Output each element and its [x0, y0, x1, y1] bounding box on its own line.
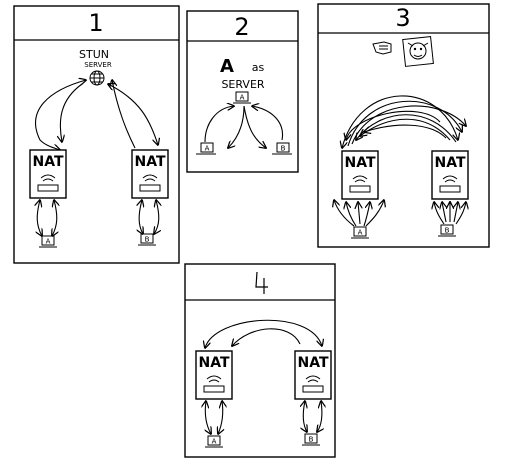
- nat-box-left: NAT: [341, 150, 379, 200]
- arrow-nat-to-nat-outer: [205, 319, 322, 348]
- laptop-icon-a: A: [205, 435, 223, 448]
- router-icon: [139, 174, 161, 192]
- panel-1-number: 1: [88, 9, 103, 37]
- face-box-icon: [402, 36, 434, 67]
- router-icon: [439, 175, 461, 193]
- stun-title: STUN: [79, 48, 109, 61]
- panel-2-number: 2: [234, 13, 249, 41]
- arrow-nat-right-client-b: [139, 200, 143, 234]
- router-icon: [203, 375, 225, 393]
- nat-box-left: NAT: [29, 149, 67, 199]
- arrow-stun-nat-right-inner: [112, 80, 136, 149]
- stun-subtitle: SERVER: [84, 61, 112, 69]
- nat-left-label: NAT: [32, 154, 63, 170]
- laptop-icon-b: B: [272, 142, 292, 155]
- panel-3: 3 NAT: [317, 3, 490, 248]
- nat-box-right: NAT: [131, 149, 169, 199]
- arrow-stun-nat-left: [35, 80, 86, 150]
- server-letter: A: [220, 56, 234, 77]
- laptop-icon-b: B: [438, 224, 456, 237]
- arrow-server-to-a: [204, 106, 234, 143]
- nat-right-label: NAT: [134, 154, 165, 170]
- arrow-nat-left-client-a-2: [52, 200, 57, 236]
- arrow-nat-left-client-a-2: [218, 401, 223, 434]
- server-client-a-label: A: [240, 94, 245, 102]
- arrow-stun-nat-left-inner: [60, 83, 83, 142]
- client-a-label: A: [358, 229, 363, 237]
- laptop-icon-a: A: [39, 235, 57, 248]
- client-b-label: B: [145, 236, 150, 244]
- laptop-icon-b: B: [302, 433, 320, 446]
- arrow-server-to-b: [252, 106, 284, 141]
- arrow-server-down-left: [228, 105, 245, 148]
- nat-right-label: NAT: [297, 355, 328, 371]
- arrow-nat-to-nat-inner: [232, 328, 301, 346]
- nat-box-left: NAT: [195, 350, 233, 400]
- laptop-icon-server-a: A: [233, 91, 251, 104]
- arrow-nat-right-client-b-2: [154, 200, 159, 234]
- arrow-nat-right-client-b: [303, 401, 307, 432]
- client-b-label: B: [445, 227, 450, 235]
- nat-left-label: NAT: [344, 155, 375, 171]
- client-a-label: A: [205, 145, 210, 153]
- panel-1: 1 STUN SERVER NAT NAT: [13, 5, 180, 264]
- globe-icon: [89, 70, 105, 86]
- arrow-nat-left-client-a: [205, 401, 211, 434]
- panel-4: 4 NAT NAT: [184, 263, 336, 458]
- router-icon: [302, 375, 324, 393]
- arrow-server-down-right: [243, 105, 266, 148]
- laptop-icon-a: A: [196, 142, 216, 155]
- nat-left-label: NAT: [198, 355, 229, 371]
- panel-4-number-glyph: 4: [255, 271, 268, 294]
- server-text: SERVER: [221, 78, 264, 91]
- nat-right-label: NAT: [434, 155, 465, 171]
- panel-2: 2 A as SERVER A A B: [186, 10, 299, 173]
- nat-crossing-arrows: [342, 95, 466, 148]
- client-a-label: A: [46, 238, 51, 246]
- client-b-label: B: [281, 145, 286, 153]
- pointing-hand-icon: [372, 41, 392, 55]
- arrow-nat-right-client-b-2: [317, 401, 322, 432]
- laptop-icon-a: A: [351, 226, 369, 239]
- arrow-nat-left-client-a: [37, 200, 42, 236]
- nat-left-client-arrows: [334, 200, 384, 227]
- router-icon: [349, 175, 371, 193]
- nat-box-right: NAT: [294, 350, 332, 400]
- arrow-stun-nat-right: [108, 84, 158, 145]
- nat-box-right: NAT: [431, 150, 469, 200]
- router-icon: [37, 174, 59, 192]
- laptop-icon-b: B: [138, 233, 156, 246]
- nat-right-client-arrows: [434, 202, 466, 225]
- server-as-text: as: [252, 61, 265, 74]
- client-b-label: B: [309, 436, 314, 444]
- client-a-label: A: [212, 438, 217, 446]
- panel-3-number: 3: [395, 4, 410, 32]
